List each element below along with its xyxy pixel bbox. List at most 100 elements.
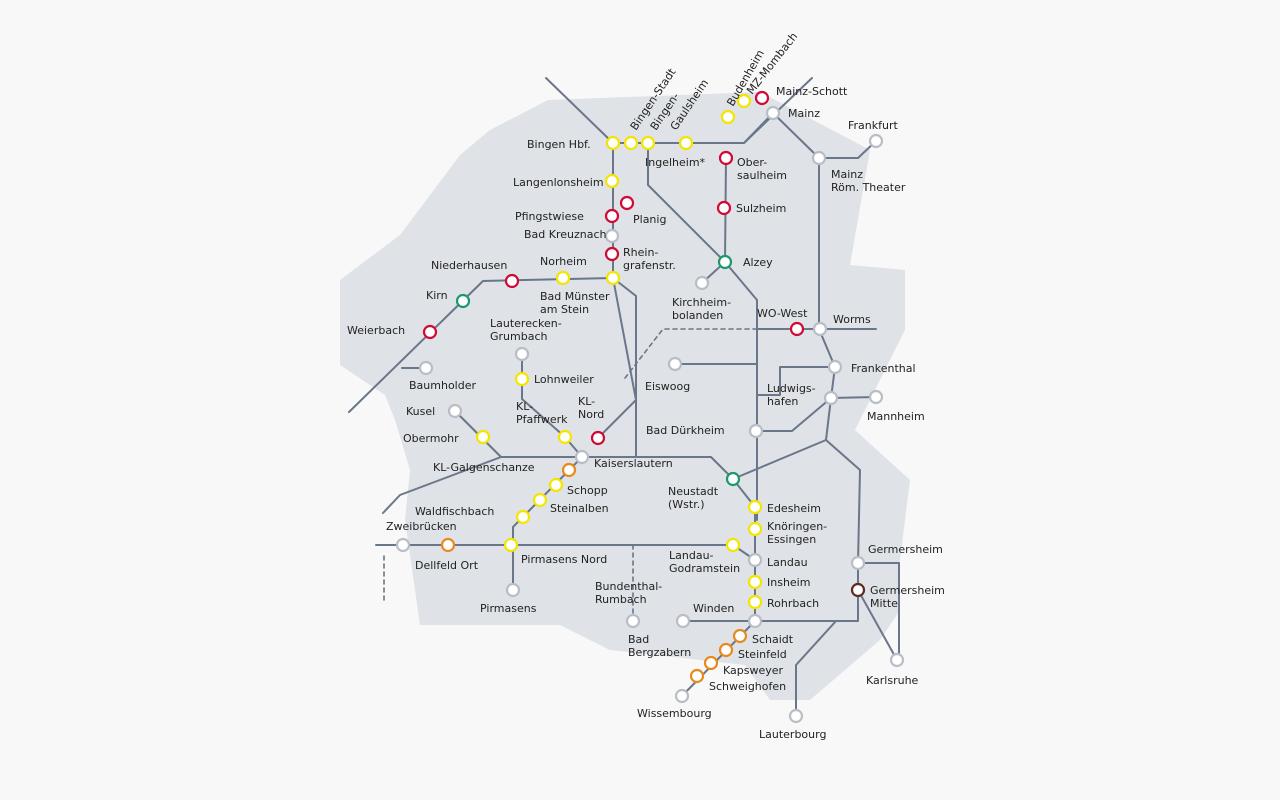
station-marker-alzey[interactable] — [717, 254, 733, 270]
station-marker-steinalben[interactable] — [532, 492, 548, 508]
station-marker-mannheim[interactable] — [868, 389, 884, 405]
station-marker-lauterbourg[interactable] — [788, 708, 804, 724]
station-label-schopp: Schopp — [567, 484, 608, 497]
station-marker-bad-duerkheim[interactable] — [748, 423, 764, 439]
station-marker-mainz-roem-theater[interactable] — [811, 150, 827, 166]
station-marker-budenheim[interactable] — [720, 109, 736, 125]
station-label-obermohr: Obermohr — [403, 432, 459, 445]
station-marker-lauterecken[interactable] — [514, 346, 530, 362]
station-marker-kirn[interactable] — [455, 293, 471, 309]
station-label-alzey: Alzey — [743, 256, 773, 269]
station-label-baumholder: Baumholder — [409, 379, 476, 392]
station-label-zweibruecken: Zweibrücken — [386, 520, 457, 533]
station-marker-ober-saulheim[interactable] — [718, 150, 734, 166]
station-marker-ludwigshafen[interactable] — [823, 390, 839, 406]
station-marker-langenlonsheim[interactable] — [604, 173, 620, 189]
station-marker-bingen[interactable] — [623, 135, 639, 151]
station-marker-norheim[interactable] — [555, 270, 571, 286]
station-marker-winden[interactable] — [675, 613, 691, 629]
station-marker-mainz[interactable] — [765, 105, 781, 121]
station-marker-bingen-hbf[interactable] — [605, 135, 621, 151]
station-marker-bundenthal[interactable] — [625, 613, 641, 629]
station-label-bad-kreuznach: Bad Kreuznach — [524, 228, 607, 241]
station-label-lauterecken: Lauterecken-Grumbach — [490, 317, 562, 343]
track-segment-24 — [732, 439, 827, 480]
station-marker-pirmasens-nord[interactable] — [503, 537, 519, 553]
station-label-kl-galgenschanze: KL-Galgenschanze — [433, 461, 535, 474]
station-label-lauterbourg: Lauterbourg — [759, 728, 826, 741]
station-marker-mz-mombach[interactable] — [736, 93, 752, 109]
station-marker-bad-kreuznach[interactable] — [604, 228, 620, 244]
station-label-rheingrafenstr: Rhein-grafenstr. — [623, 246, 676, 272]
track-segment-12 — [755, 397, 832, 432]
station-label-neustadt: Neustadt(Wstr.) — [668, 485, 719, 511]
station-marker-waldfischbach[interactable] — [515, 509, 531, 525]
station-marker-pfingstwiese[interactable] — [604, 208, 620, 224]
station-marker-niederhausen[interactable] — [504, 273, 520, 289]
station-marker-zweibruecken[interactable] — [395, 537, 411, 553]
station-marker-dellfeld-ort[interactable] — [440, 537, 456, 553]
station-label-edesheim: Edesheim — [767, 502, 821, 515]
station-label-schweighofen: Schweighofen — [709, 680, 786, 693]
station-marker-germersheim-mitte[interactable] — [850, 582, 866, 598]
station-label-bundenthal: Bundenthal-Rumbach — [595, 580, 662, 606]
station-marker-lohnweiler[interactable] — [514, 371, 530, 387]
track-segment-29 — [795, 620, 837, 717]
track-segment-14 — [756, 366, 836, 396]
station-marker-wissembourg[interactable] — [674, 688, 690, 704]
station-marker-rheingrafenstr[interactable] — [604, 246, 620, 262]
station-marker-bad-muenster[interactable] — [605, 270, 621, 286]
station-marker-planig[interactable] — [619, 195, 635, 211]
station-marker-schweighofen[interactable] — [689, 668, 705, 684]
station-marker-kapsweyer[interactable] — [703, 655, 719, 671]
station-marker-bingen-stadt[interactable] — [640, 135, 656, 151]
station-marker-gaulsheim[interactable] — [678, 135, 694, 151]
station-marker-worms[interactable] — [812, 321, 828, 337]
track-segment-6 — [724, 261, 758, 521]
station-label-kl-pfaffwerk: KL-Pfaffwerk — [516, 400, 568, 426]
station-label-landau-godramstein: Landau-Godramstein — [669, 549, 740, 575]
service-area-region — [340, 92, 910, 700]
station-marker-mainz-schott[interactable] — [754, 90, 770, 106]
station-marker-knoeringen[interactable] — [747, 521, 763, 537]
station-marker-sulzheim[interactable] — [716, 200, 732, 216]
station-label-niederhausen: Niederhausen — [431, 259, 507, 272]
station-marker-landau[interactable] — [747, 552, 763, 568]
station-marker-edesheim[interactable] — [747, 499, 763, 515]
station-marker-kl-galgenschanze[interactable] — [561, 462, 577, 478]
station-label-insheim: Insheim — [767, 576, 810, 589]
station-marker-pirmasens[interactable] — [505, 582, 521, 598]
station-marker-neustadt[interactable] — [725, 471, 741, 487]
station-marker-schopp[interactable] — [548, 477, 564, 493]
station-marker-steinfeld[interactable] — [718, 642, 734, 658]
station-marker-frankenthal[interactable] — [827, 359, 843, 375]
station-label-ludwigshafen: Ludwigs-hafen — [767, 382, 816, 408]
station-marker-rohrbach[interactable] — [747, 594, 763, 610]
station-marker-kl-nord[interactable] — [590, 430, 606, 446]
station-marker-kaiserslautern[interactable] — [574, 449, 590, 465]
station-marker-baumholder[interactable] — [418, 360, 434, 376]
station-marker-weierbach[interactable] — [422, 324, 438, 340]
station-label-ingelheim: Ingelheim* — [645, 156, 706, 169]
station-marker-winden-hub[interactable] — [747, 613, 763, 629]
station-label-kusel: Kusel — [406, 405, 435, 418]
station-marker-landau-godramstein[interactable] — [725, 537, 741, 553]
station-label-norheim: Norheim — [540, 255, 587, 268]
station-marker-frankfurt[interactable] — [868, 133, 884, 149]
station-label-mainz-schott: Mainz-Schott — [776, 85, 848, 98]
station-marker-wo-west[interactable] — [789, 321, 805, 337]
station-marker-obermohr[interactable] — [475, 429, 491, 445]
station-marker-kirchheimbolanden[interactable] — [694, 275, 710, 291]
station-marker-karlsruhe[interactable] — [889, 652, 905, 668]
station-marker-kl-pfaffwerk[interactable] — [557, 429, 573, 445]
station-marker-kusel[interactable] — [447, 403, 463, 419]
station-label-karlsruhe: Karlsruhe — [866, 674, 919, 687]
station-marker-eiswoog[interactable] — [667, 356, 683, 372]
station-marker-germersheim[interactable] — [850, 555, 866, 571]
station-marker-schaidt[interactable] — [732, 628, 748, 644]
station-marker-insheim[interactable] — [747, 574, 763, 590]
track-segment-1 — [772, 112, 877, 159]
